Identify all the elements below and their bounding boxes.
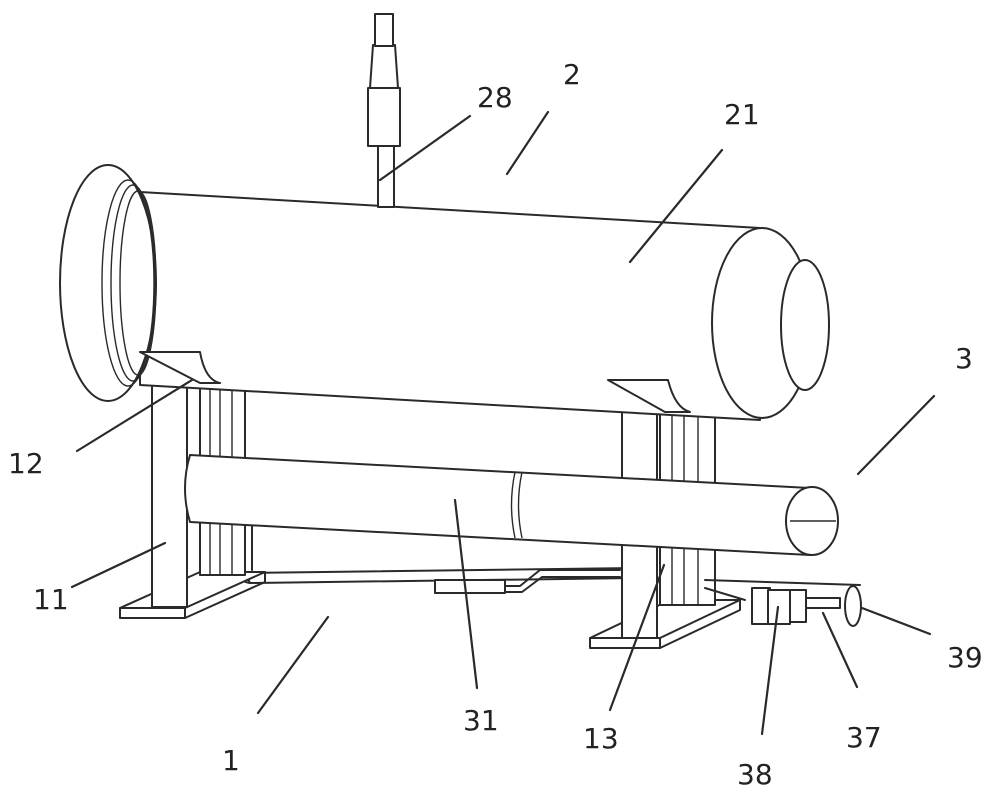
label-37: 37 xyxy=(846,721,882,754)
leader-12 xyxy=(75,378,194,453)
main-cylinder xyxy=(59,164,830,421)
leader-31 xyxy=(453,498,479,690)
leader-37 xyxy=(821,611,859,689)
label-12: 12 xyxy=(8,447,44,480)
top-pipe xyxy=(367,13,401,208)
leader-2 xyxy=(505,110,550,176)
right-support-foot xyxy=(589,599,741,649)
leader-21 xyxy=(628,148,724,264)
label-39: 39 xyxy=(947,641,983,674)
label-28: 28 xyxy=(477,81,513,114)
label-11: 11 xyxy=(33,583,69,616)
lower-pipe-assembly xyxy=(184,454,839,556)
left-support-foot xyxy=(119,571,266,619)
leader-39 xyxy=(860,606,932,636)
support-saddles xyxy=(139,351,691,413)
leader-13 xyxy=(608,563,666,712)
leader-11 xyxy=(70,541,167,589)
leader-38 xyxy=(760,605,780,736)
leader-28 xyxy=(378,114,472,182)
leader-3 xyxy=(856,394,936,476)
label-3: 3 xyxy=(955,342,973,375)
reference-labels: 28 2 21 3 12 11 1 31 13 38 37 39 xyxy=(8,58,983,791)
label-2: 2 xyxy=(563,58,581,91)
leader-lines xyxy=(70,110,936,736)
label-1: 1 xyxy=(222,744,240,777)
label-31: 31 xyxy=(463,704,499,737)
label-38: 38 xyxy=(737,758,773,791)
label-13: 13 xyxy=(583,722,619,755)
leader-1 xyxy=(256,615,330,715)
label-21: 21 xyxy=(724,98,760,131)
